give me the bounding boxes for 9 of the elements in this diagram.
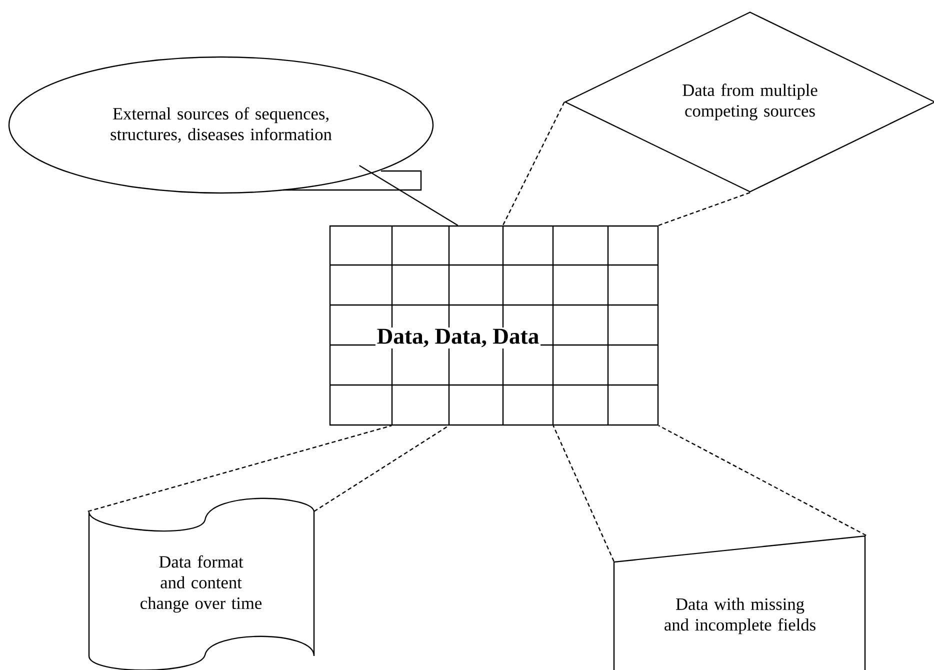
- dashed-line: [658, 425, 866, 536]
- callout-bubble: External sources of sequences, structures, diseases information: [8, 56, 434, 194]
- dashed-line: [658, 192, 750, 226]
- leader-line: [359, 164, 458, 226]
- data-grid: Data, Data, Data: [329, 225, 659, 426]
- dashed-line: [552, 425, 614, 562]
- dashed-line: [314, 425, 450, 512]
- dashed-line: [88, 425, 392, 512]
- dashed-line: [502, 102, 565, 226]
